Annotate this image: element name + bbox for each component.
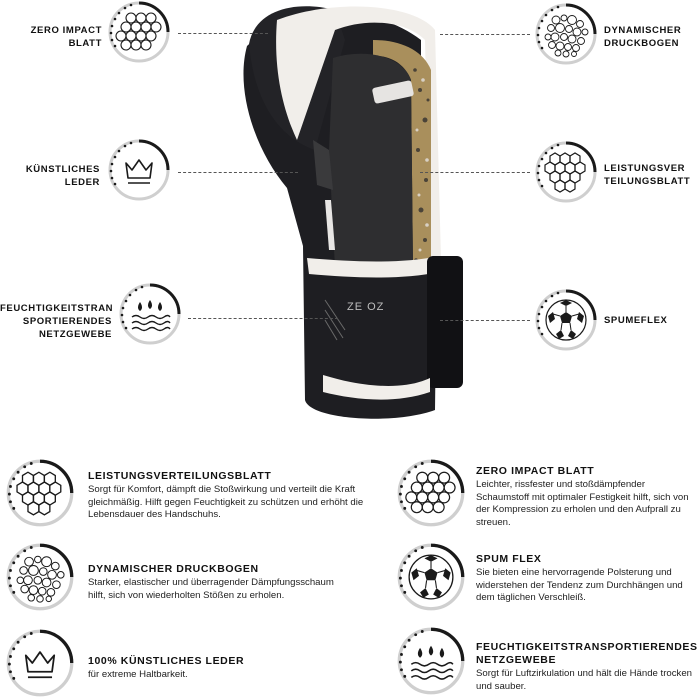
info-text: Starker, elastischer und überragender Dä… bbox=[88, 577, 334, 601]
info-spum-flex: SPUM FLEX Sie bieten eine hervorragende … bbox=[476, 553, 698, 605]
info-text: Sorgt für Komfort, dämpft die Stoßwirkun… bbox=[88, 484, 364, 521]
dynamischer-leader bbox=[440, 34, 530, 35]
info-title: DYNAMISCHER DRUCKBOGEN bbox=[88, 563, 259, 575]
info-feuchtigkeitstransportierendes-netzgewebe: FEUCHTIGKEITSTRANSPORTIERENDES NETZGEWEB… bbox=[476, 641, 698, 693]
info-left-1-icon bbox=[5, 542, 75, 612]
zero-impact-label: ZERO IMPACT BLATT bbox=[30, 25, 102, 49]
glove-palm-mesh bbox=[329, 53, 413, 268]
feuchtigkeit-leader bbox=[188, 318, 338, 319]
leistungsver-label: LEISTUNGSVER TEILUNGSBLATT bbox=[604, 163, 691, 187]
kunstliches-leder-label: KÜNSTLICHES LEDER bbox=[25, 164, 100, 188]
leistungsver-circle bbox=[534, 140, 598, 204]
info-zero-impact-blatt: ZERO IMPACT BLATT Leichter, rissfester u… bbox=[476, 465, 698, 529]
feuchtigkeit-label: FEUCHTIGKEITSTRAN SPORTIERENDES NETZGEWE… bbox=[0, 303, 114, 340]
info-text: Sie bieten eine hervorragende Polsterung… bbox=[476, 567, 683, 604]
spumeflex-label: SPUMEFLEX bbox=[604, 315, 668, 326]
spumeflex-circle bbox=[534, 288, 598, 352]
leistungsver-leader bbox=[420, 172, 530, 173]
info-left-2-icon bbox=[5, 628, 75, 698]
zero-impact-leader bbox=[178, 33, 268, 34]
info-title: ZERO IMPACT BLATT bbox=[476, 465, 595, 477]
glove-finger-strip bbox=[372, 80, 414, 104]
kunstliches-leder-leader bbox=[178, 172, 298, 173]
info-title: 100% KÜNSTLICHES LEDER bbox=[88, 655, 245, 667]
dynamischer-label: DYNAMISCHER DRUCKBOGEN bbox=[604, 25, 682, 49]
info-leistungsverteilungsblatt: LEISTUNGSVERTEILUNGSBLATT Sorgt für Komf… bbox=[88, 470, 388, 522]
spumeflex-leader bbox=[440, 320, 530, 321]
glove-cuff-band bbox=[307, 256, 440, 278]
info-text: für extreme Haltbarkeit. bbox=[88, 669, 188, 680]
dynamischer-circle bbox=[534, 2, 598, 66]
glove-wrist-strap bbox=[427, 256, 463, 388]
info-dynamischer-druckbogen: DYNAMISCHER DRUCKBOGEN Starker, elastisc… bbox=[88, 563, 343, 602]
glove-white-padding bbox=[276, 6, 441, 264]
kunstliches-leder-circle bbox=[107, 138, 171, 202]
zero-impact-circle bbox=[107, 0, 171, 64]
info-right-2-icon bbox=[396, 626, 466, 696]
glove-cuff-text: ZE OZ bbox=[347, 301, 384, 313]
info-left-0-icon bbox=[5, 458, 75, 528]
info-right-0-icon bbox=[396, 458, 466, 528]
info-title: SPUM FLEX bbox=[476, 553, 542, 565]
feuchtigkeit-circle bbox=[118, 282, 182, 346]
info-text: Sorgt für Luftzirkulation und hält die H… bbox=[476, 668, 692, 692]
info-text: Leichter, rissfester und stoßdämpfender … bbox=[476, 479, 689, 528]
info-title: LEISTUNGSVERTEILUNGSBLATT bbox=[88, 470, 272, 482]
info-kunstliches-leder: 100% KÜNSTLICHES LEDER für extreme Haltb… bbox=[88, 655, 343, 682]
boxing-glove-illustration: ZE OZ bbox=[243, 6, 463, 419]
glove-inner-foam bbox=[373, 40, 431, 268]
info-right-1-icon bbox=[396, 542, 466, 612]
info-title: FEUCHTIGKEITSTRANSPORTIERENDES NETZGEWEB… bbox=[476, 641, 698, 666]
